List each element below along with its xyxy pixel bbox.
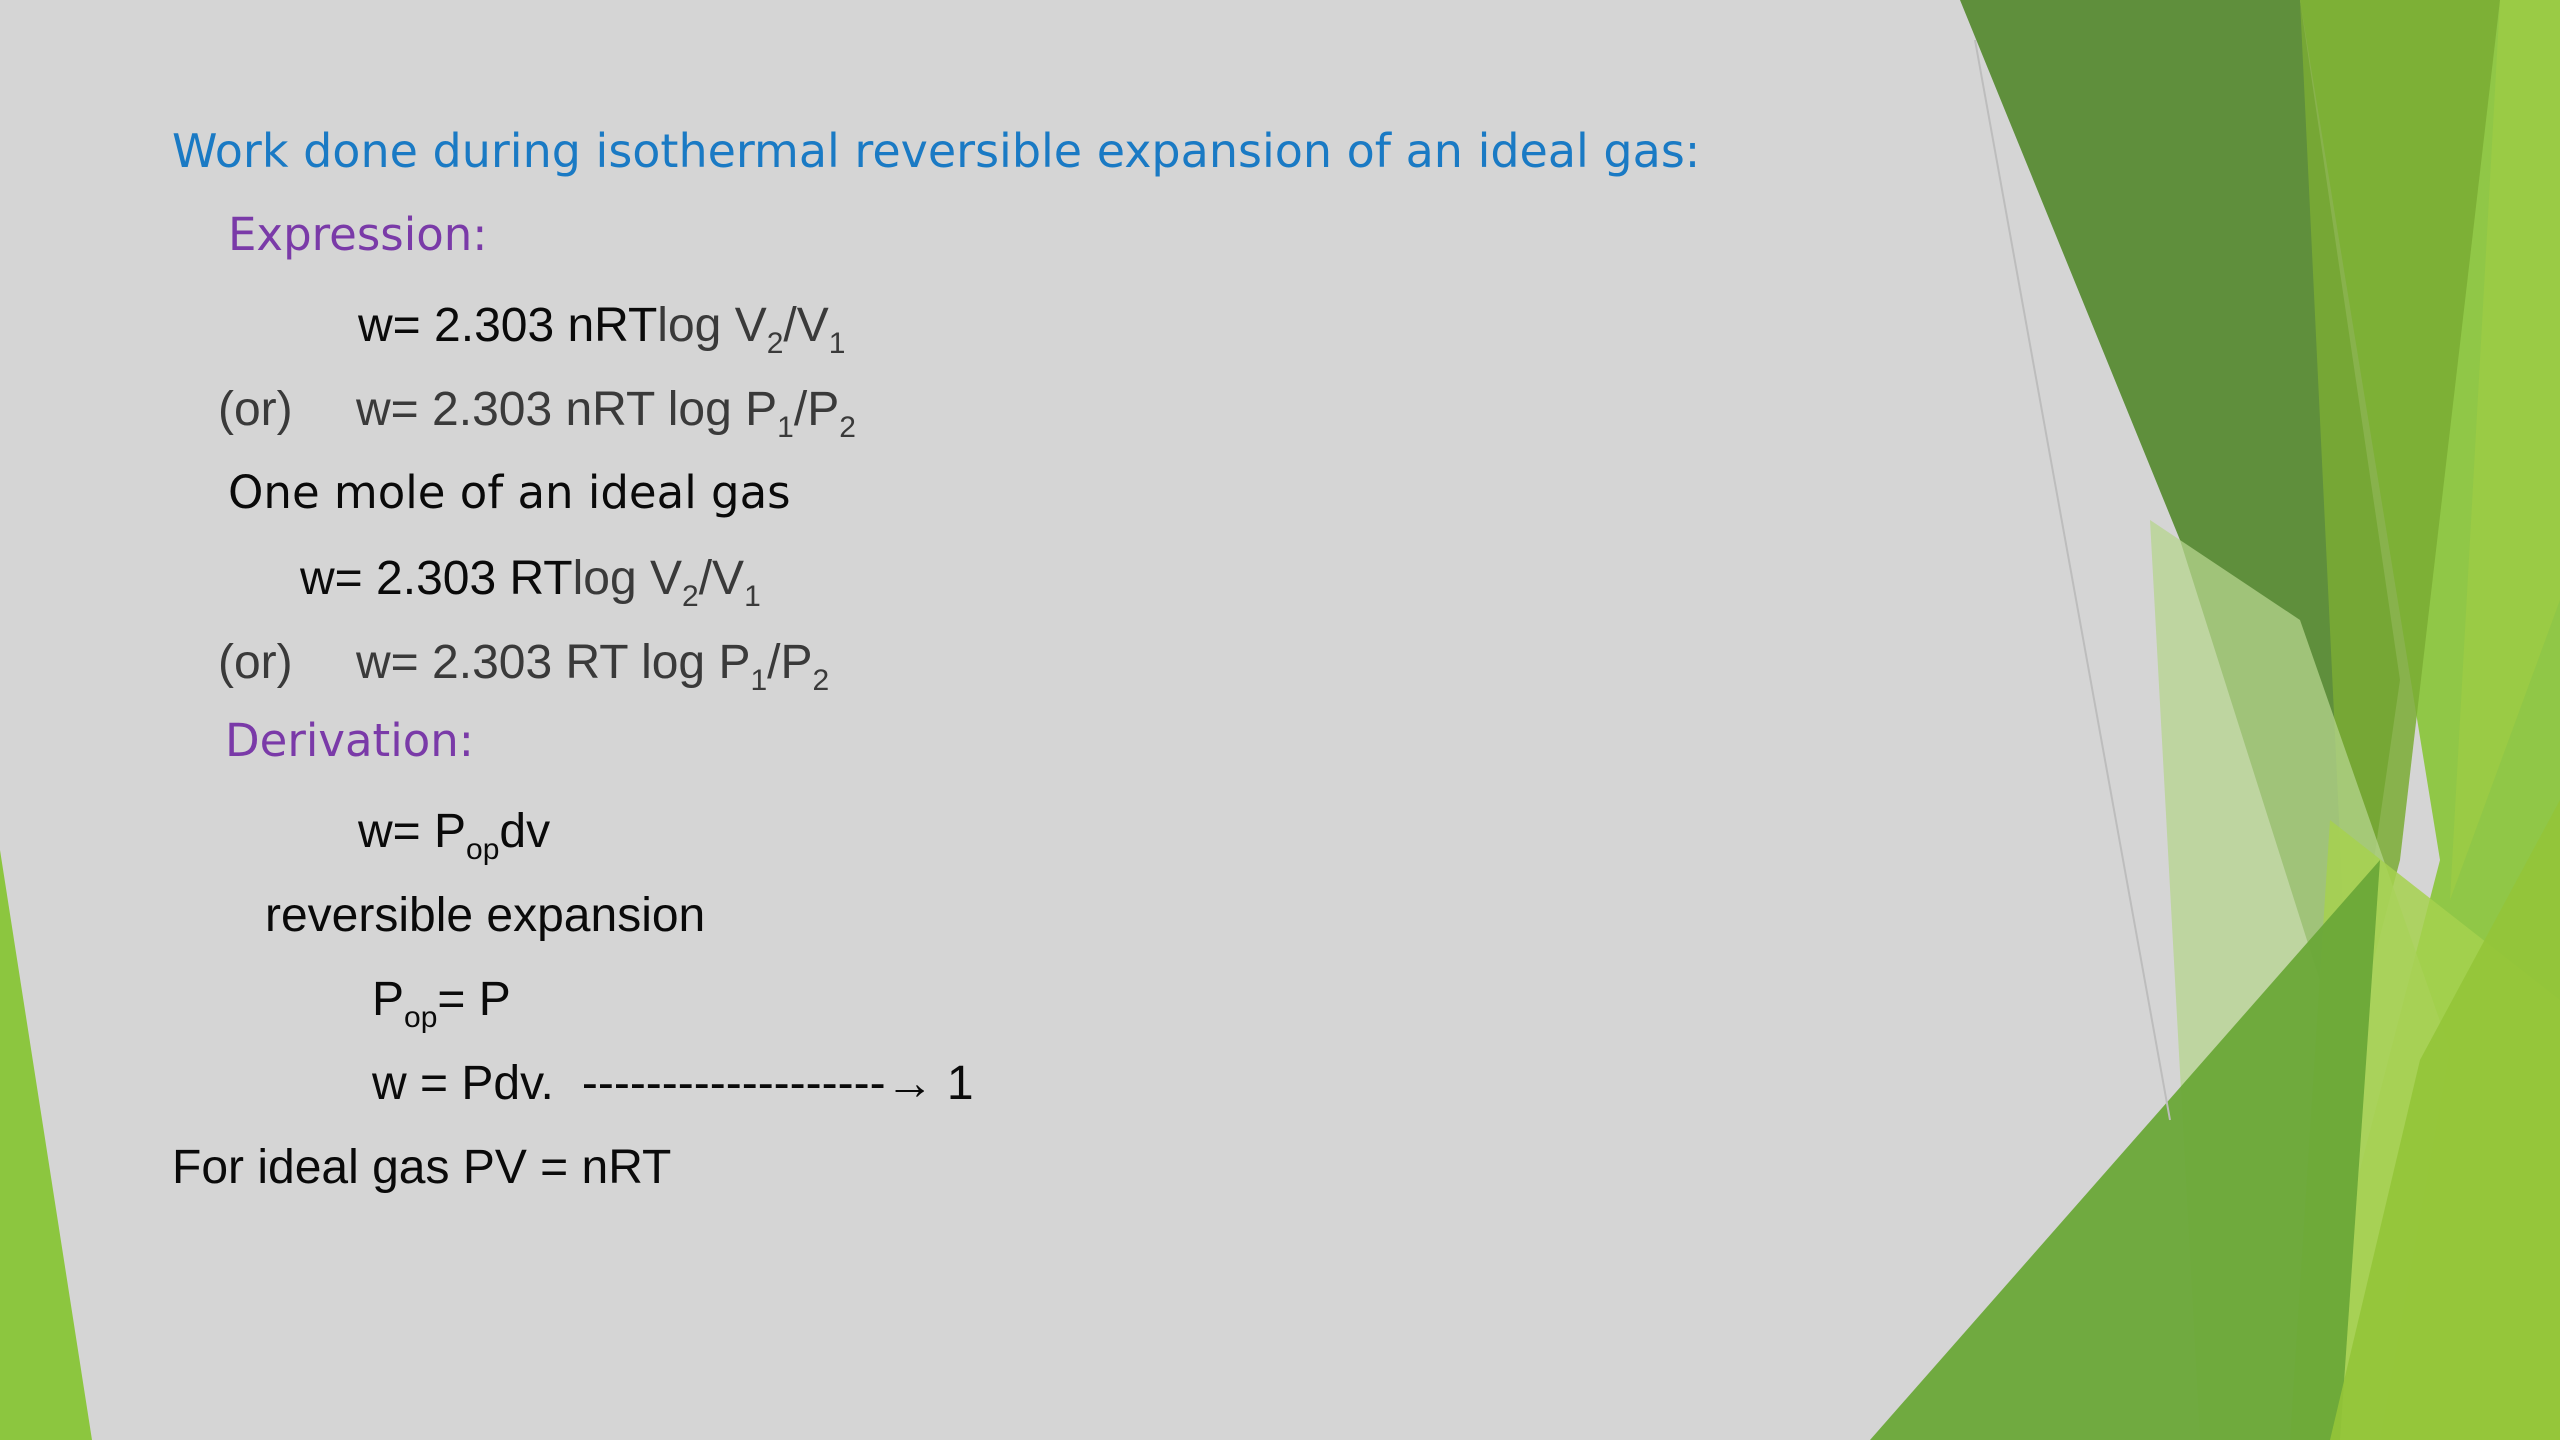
one-mole-label: One mole of an ideal gas xyxy=(228,466,791,519)
derivation-equation-2: Pop= P xyxy=(372,972,511,1033)
derivation-equation-1: w= Popdv xyxy=(358,804,551,865)
eq-divide: /P xyxy=(793,383,840,436)
eq-text: w= 2.303 RT log P xyxy=(356,636,751,689)
expression-equation-1: w= 2.303 nRTlog V2/V1 xyxy=(358,298,845,359)
eq-lhs: w= 2.303 RT xyxy=(300,552,573,605)
expression-equation-2: (or) w= 2.303 nRT log P1/P2 xyxy=(218,382,856,443)
eq-divide: /V xyxy=(783,299,829,352)
derivation-heading: Derivation: xyxy=(225,714,474,767)
eq-subscript: 1 xyxy=(744,580,761,613)
eq-subscript: op xyxy=(466,833,500,866)
eq-subscript: 1 xyxy=(828,327,846,360)
eq-subscript: 1 xyxy=(750,664,768,697)
arrow-label-1: -------------------→ 1 xyxy=(581,1057,974,1110)
one-mole-equation-2: (or) w= 2.303 RT log P1/P2 xyxy=(218,635,829,696)
eq-subscript: 2 xyxy=(682,580,699,613)
eq-post: = P xyxy=(437,973,511,1026)
eq-subscript: 2 xyxy=(812,664,830,697)
eq-log: log V xyxy=(657,299,767,352)
or-prefix: (or) xyxy=(218,636,293,689)
reversible-expansion-label: reversible expansion xyxy=(265,889,706,942)
ideal-gas-equation: For ideal gas PV = nRT xyxy=(172,1141,672,1194)
eq-subscript: 2 xyxy=(766,327,784,360)
or-prefix: (or) xyxy=(218,383,293,436)
eq-text: w= 2.303 nRT log P xyxy=(356,383,778,436)
eq-subscript: 2 xyxy=(839,411,856,444)
eq-post: dv xyxy=(499,805,551,858)
eq-subscript: 1 xyxy=(777,411,794,444)
eq-subscript: op xyxy=(404,1001,438,1034)
eq-divide: /V xyxy=(698,552,745,605)
eq-pre: P xyxy=(372,973,405,1026)
one-mole-equation-1: w= 2.303 RTlog V2/V1 xyxy=(300,551,761,612)
eq-log: log V xyxy=(572,552,683,605)
expression-heading: Expression: xyxy=(228,208,488,261)
derivation-equation-3: w = Pdv. -------------------→ 1 xyxy=(372,1056,974,1111)
slide-title: Work done during isothermal reversible e… xyxy=(172,124,1701,178)
eq-lhs: w= 2.303 nRT xyxy=(358,299,658,352)
eq-pre: w= P xyxy=(358,805,467,858)
eq-text: w = Pdv. xyxy=(372,1057,554,1110)
eq-divide: /P xyxy=(767,636,813,689)
